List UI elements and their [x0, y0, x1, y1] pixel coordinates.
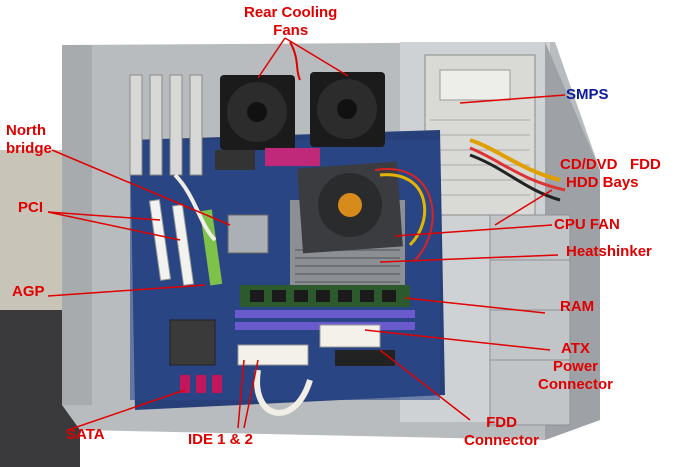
- sata-ports: [180, 375, 222, 393]
- sata-label: SATA: [66, 426, 105, 443]
- fdd-connector-label-line2: Connector: [464, 432, 539, 449]
- heatsink-label: Heatshinker: [566, 243, 652, 260]
- south-bridge-chip: [169, 319, 216, 366]
- smps-label: SMPS: [566, 86, 609, 103]
- atx-power-connector-label-line2: Power: [552, 358, 598, 375]
- atx-power-connector-label-line1: ATX: [561, 340, 590, 357]
- north-bridge-chip: [227, 214, 269, 254]
- cpu-fan-cable: [379, 173, 427, 247]
- ram-label: RAM: [560, 298, 595, 315]
- fdd-port: [335, 350, 395, 366]
- north-bridge-label-line2: bridge: [6, 140, 52, 157]
- pci-label: PCI: [18, 199, 44, 216]
- expansion-brackets: [129, 74, 203, 176]
- drive-bays-label-line1: CD/DVD FDD: [560, 156, 661, 173]
- atx-power-connector-label-line3: Connector: [538, 376, 613, 393]
- agp-label: AGP: [12, 283, 45, 300]
- atx-connector: [319, 324, 381, 348]
- cpu-fan-label: CPU FAN: [554, 216, 620, 233]
- ide-label: IDE 1 & 2: [188, 431, 254, 448]
- drive-bays-label-line2: HDD Bays: [566, 174, 639, 191]
- north-bridge-label: North bridge: [6, 122, 52, 158]
- smps-unit: [424, 54, 566, 216]
- rear-fan-1: [220, 75, 295, 150]
- drive-bays: [489, 214, 571, 426]
- rear-fan-2: [310, 72, 385, 147]
- atx-power-connector-label: ATX Power Connector: [538, 340, 613, 394]
- rear-cooling-fans-label-line1: Rear Cooling: [244, 4, 338, 21]
- cpu-cooler: [290, 161, 405, 290]
- fdd-connector-label: FDD Connector: [464, 414, 539, 450]
- fdd-connector-label-line1: FDD: [486, 414, 517, 431]
- ribbon-cable: [254, 369, 313, 416]
- north-bridge-label-line1: North: [6, 122, 46, 139]
- rear-cooling-fans-label-line2: Fans: [273, 22, 309, 39]
- drive-bays-label: CD/DVD FDD HDD Bays: [560, 156, 661, 192]
- ide-connectors: [237, 344, 309, 366]
- io-ports: [215, 150, 255, 170]
- rear-cooling-fans-label: Rear Cooling Fans: [244, 4, 337, 40]
- parallel-port: [265, 148, 320, 166]
- leader-lines: [47, 37, 566, 431]
